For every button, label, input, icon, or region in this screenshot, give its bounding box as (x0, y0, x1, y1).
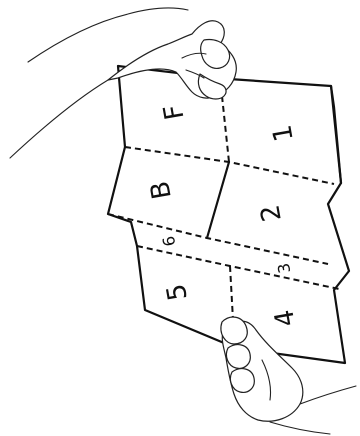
fold-line-lower (137, 246, 339, 289)
bottom-arm-line-2 (270, 422, 330, 434)
top-arm-line-lower (10, 80, 108, 158)
center-fold-bottom (230, 266, 233, 320)
bottom-hand-finger-3 (230, 369, 254, 393)
bottom-arm-line (300, 386, 356, 404)
panel-label-1: 1 (267, 122, 299, 144)
bottom-hand-illustration (221, 317, 356, 434)
panel-label-3: 3 (274, 262, 294, 275)
panel-label-6: 6 (159, 235, 179, 248)
panel-label-4: 4 (269, 307, 301, 329)
fold-line-upper (125, 147, 334, 184)
panel-label-front: F (158, 102, 190, 122)
fold-line-middle (108, 214, 328, 264)
center-cut-line (207, 162, 229, 238)
bottom-hand-finger-2 (226, 345, 250, 369)
center-fold-top (222, 96, 229, 162)
bottom-hand-finger-1 (221, 317, 247, 344)
panel-label-back: B (145, 179, 178, 202)
paper-fold-edge-right (331, 86, 341, 183)
panel-label-5: 5 (161, 281, 193, 303)
panel-label-2: 2 (255, 202, 287, 224)
